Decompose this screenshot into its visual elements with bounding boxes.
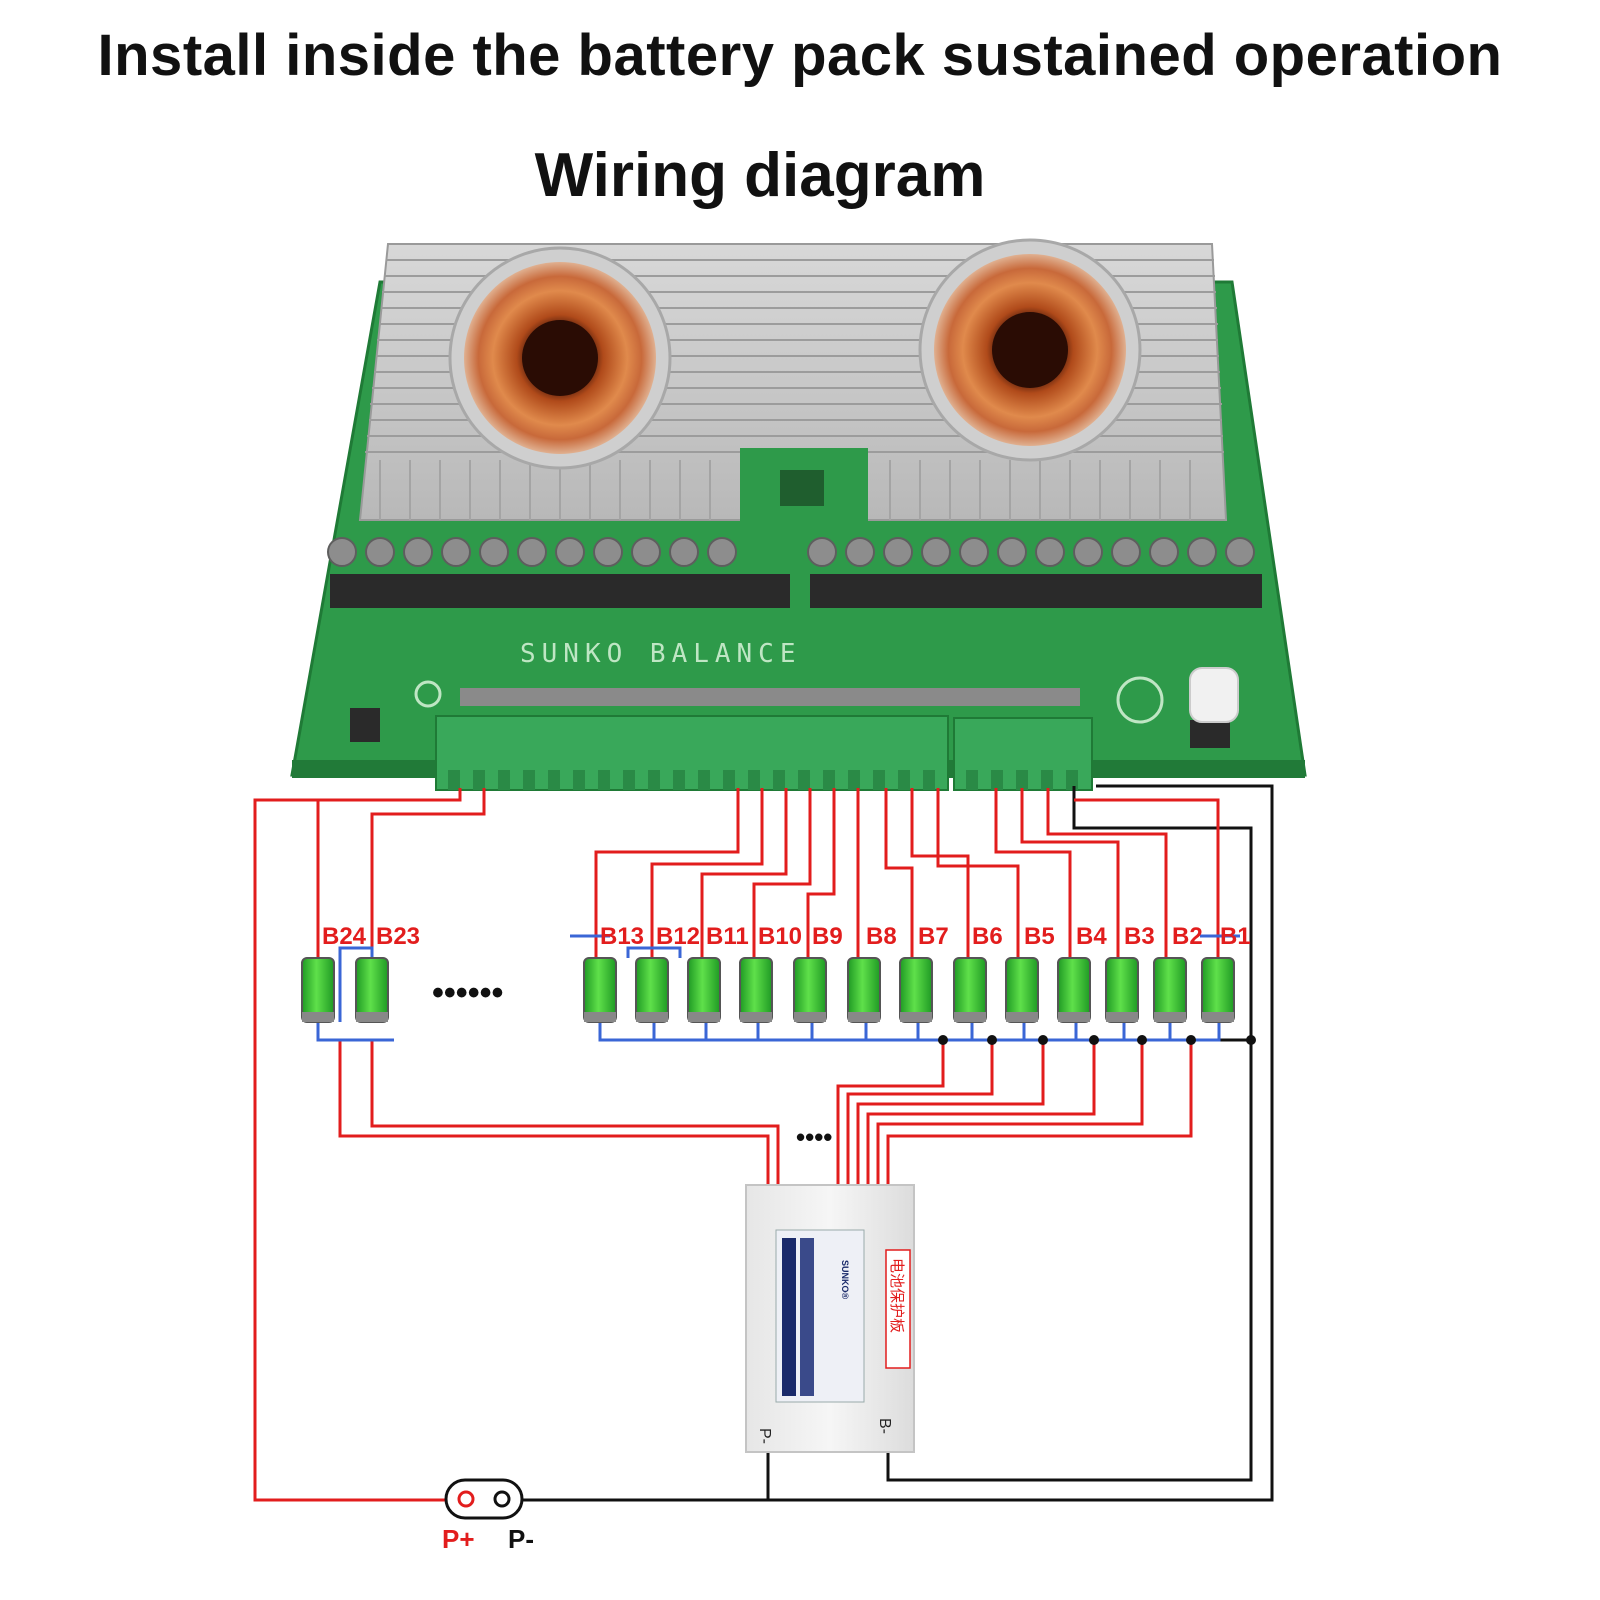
balancer-board: SUNKO BALANCE [290, 238, 1307, 791]
battery-cell [301, 957, 335, 1023]
bms-protection-board: •••• SUNKO® 电池保护板 P- B- [745, 1122, 915, 1453]
battery-cell [847, 957, 881, 1023]
cell-label-b23: B23 [376, 923, 420, 950]
diagram-subtitle: Wiring diagram [534, 141, 986, 210]
battery-cell [1153, 957, 1187, 1023]
bms-terminal-p: P- [756, 1428, 773, 1444]
battery-cell [1105, 957, 1139, 1023]
cell-label-b24: B24 [322, 923, 367, 950]
cells-ellipsis: •••••• [432, 974, 503, 1012]
cell-label-b11: B11 [706, 923, 749, 950]
battery-cell [687, 957, 721, 1023]
bms-wires-ellipsis: •••• [796, 1122, 832, 1152]
battery-cell [739, 957, 773, 1023]
smd-pad-row [460, 688, 1080, 706]
mosfet-row [330, 574, 1262, 608]
bms-side-label: 电池保护板 [888, 1258, 906, 1333]
cell-label-b4: B4 [1076, 923, 1107, 950]
cell-label-b3: B3 [1124, 923, 1155, 950]
battery-cell [1057, 957, 1091, 1023]
battery-cell [1005, 957, 1039, 1023]
cell-label-b10: B10 [758, 923, 802, 950]
battery-cell [583, 957, 617, 1023]
battery-cell [953, 957, 987, 1023]
cell-label-b9: B9 [812, 923, 843, 950]
terminal-label-p-plus: P+ [442, 1524, 475, 1554]
output-connector: P+ P- [442, 1478, 534, 1554]
red-wires [253, 788, 1220, 1502]
battery-cell [793, 957, 827, 1023]
cell-label-b7: B7 [918, 923, 949, 950]
cell-label-b8: B8 [866, 923, 897, 950]
cell-interconnects [316, 934, 1240, 1042]
cell-label-b1: B1 [1220, 923, 1251, 950]
page-title: Install inside the battery pack sustaine… [97, 23, 1503, 88]
bms-terminal-b: B- [876, 1418, 893, 1434]
cell-label-b2: B2 [1172, 923, 1203, 950]
terminal-block-main [435, 715, 949, 791]
reset-button[interactable] [1189, 667, 1239, 723]
battery-string: •••••• B24 B23 B13 B12 B11 B10 B9 B8 B7 … [301, 923, 1256, 1045]
cell-label-b6: B6 [972, 923, 1003, 950]
cell-label-b5: B5 [1024, 923, 1055, 950]
terminal-block-secondary [953, 717, 1093, 791]
terminal-label-p-minus: P- [508, 1524, 534, 1554]
battery-cell [1201, 957, 1235, 1023]
battery-cell [899, 957, 933, 1023]
cell-label-b12: B12 [656, 923, 700, 950]
battery-cell [355, 957, 389, 1023]
battery-cell [635, 957, 669, 1023]
capacitor-row [327, 537, 1255, 567]
board-silkscreen: SUNKO BALANCE [520, 639, 802, 669]
cell-label-b13: B13 [600, 923, 644, 950]
junction-dots [938, 1035, 1256, 1045]
bms-brand: SUNKO® [840, 1260, 850, 1300]
